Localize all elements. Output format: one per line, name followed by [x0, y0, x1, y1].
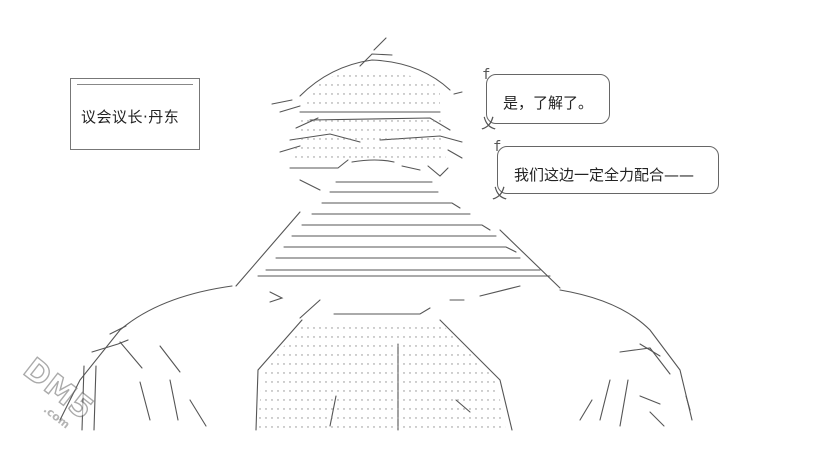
- speech-bubble: f 是，了解了。 乂: [481, 67, 610, 132]
- vest-left: [255, 319, 303, 431]
- collar-line: [321, 202, 461, 209]
- collar-line: [283, 246, 517, 253]
- sleeve-mark: [109, 325, 127, 335]
- hair-line: [447, 149, 463, 159]
- sleeve-mark: [579, 399, 593, 421]
- speech-text: 是，了解了。: [503, 94, 594, 112]
- hair-strand: [359, 53, 393, 67]
- cape-edge: [235, 211, 301, 287]
- collar-line: [301, 224, 491, 231]
- face-line: [289, 159, 349, 169]
- sleeve-mark: [189, 399, 207, 427]
- hair-outline: [299, 59, 451, 97]
- sleeve-mark: [93, 365, 97, 431]
- sleeve-mark: [119, 341, 143, 369]
- sleeve-mark: [619, 347, 671, 375]
- sleeve-mark: [599, 379, 611, 421]
- dot-fill: [258, 71, 506, 430]
- cape-edge: [499, 229, 561, 289]
- chest-line: [333, 307, 431, 315]
- face-line: [401, 165, 421, 171]
- sleeve-mark: [139, 381, 151, 421]
- caption-text: 议会议长·丹东: [81, 108, 180, 126]
- bubble-tail-mark: 乂: [481, 114, 497, 132]
- hair-outline: [279, 105, 301, 113]
- face-line: [299, 179, 321, 191]
- sleeve-mark: [159, 345, 181, 373]
- sleeve-mark: [619, 379, 629, 427]
- face-line: [427, 165, 449, 177]
- caption-box: 议会议长·丹东: [70, 78, 200, 150]
- sleeve-mark: [639, 395, 661, 405]
- bubble-tail-mark: 乂: [492, 184, 508, 202]
- chest-line: [479, 285, 521, 297]
- sleeve-mark: [649, 411, 665, 427]
- hair-outline: [271, 99, 293, 105]
- sleeve-mark: [91, 339, 129, 353]
- left-shoulder: [59, 285, 233, 421]
- chest-mark: [269, 291, 284, 303]
- hair-outline: [453, 91, 463, 95]
- right-shoulder: [559, 289, 693, 421]
- chest-line: [299, 299, 321, 319]
- sleeve-mark: [81, 365, 85, 431]
- speech-bubble: f 我们这边一定全力配合—— 乂: [492, 139, 719, 202]
- sleeve-mark: [169, 379, 179, 421]
- bubble-tail-mark: f: [482, 67, 491, 83]
- speech-text: 我们这边一定全力配合——: [514, 166, 695, 184]
- bubble-tail-mark: f: [493, 139, 502, 155]
- sleeve-mark: [639, 343, 661, 357]
- hair-strand: [373, 37, 387, 51]
- sleeve-mark: [685, 395, 691, 411]
- vest-right: [439, 319, 513, 431]
